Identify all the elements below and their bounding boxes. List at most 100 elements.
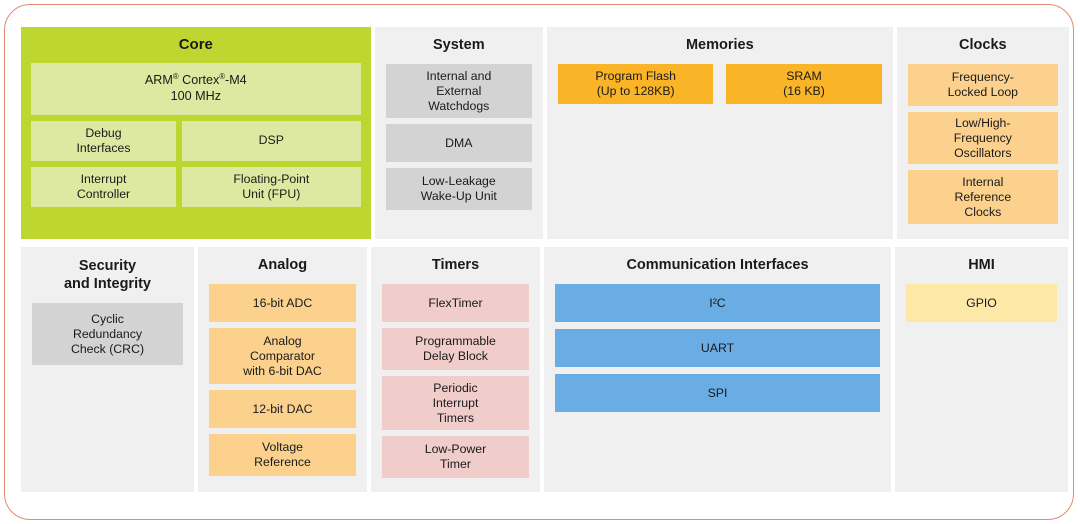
cpu-line-2: 100 MHz — [170, 88, 221, 103]
panel-core: Core ARM® Cortex®-M4 100 MHz Debug Inter… — [21, 27, 371, 239]
cpu-line-1: ARM® Cortex®-M4 — [144, 72, 247, 88]
block-16-bit-adc[interactable]: 16-bit ADC — [209, 284, 356, 323]
panel-title-line-1: Security — [78, 258, 137, 274]
panel-title-core: Core — [178, 36, 213, 53]
block-line-1: 12-bit DAC — [252, 401, 313, 416]
diagram-frame: Core ARM® Cortex®-M4 100 MHz Debug Inter… — [4, 4, 1074, 520]
block-flextimer[interactable]: FlexTimer — [382, 284, 529, 323]
block-line-2: (Up to 128KB) — [596, 84, 675, 99]
block-dma[interactable]: DMA — [385, 124, 532, 163]
block-internal-reference-clocks[interactable]: Internal Reference Clocks — [907, 170, 1058, 225]
block-line-1: Low-Power — [424, 442, 487, 457]
block-line-2: Redundancy — [72, 326, 143, 341]
block-line-1: FlexTimer — [428, 295, 483, 310]
block-interrupt-controller[interactable]: Interrupt Controller — [31, 166, 176, 207]
block-line-2: Wake-Up Unit — [420, 189, 497, 204]
block-watchdogs[interactable]: Internal and External Watchdogs — [385, 64, 532, 119]
block-line-1: Floating-Point — [233, 171, 310, 186]
memories-blocks: Program Flash (Up to 128KB) SRAM (16 KB) — [558, 64, 882, 105]
communication-blocks: I²C UART SPI — [555, 284, 880, 413]
panel-security-and-integrity: Security and Integrity Cyclic Redundancy… — [21, 247, 194, 492]
block-line-1: Debug — [85, 125, 122, 140]
block-line-2: Interrupt — [432, 395, 479, 410]
block-line-2: Timer — [440, 457, 471, 472]
block-line-1: Periodic — [433, 380, 478, 395]
block-line-2: Locked Loop — [947, 85, 1019, 100]
block-line-1: DMA — [445, 135, 473, 150]
block-label: I²C — [709, 295, 726, 310]
block-line-1: Interrupt — [80, 171, 127, 186]
block-program-flash[interactable]: Program Flash (Up to 128KB) — [558, 64, 714, 105]
block-line-1: Internal — [962, 174, 1004, 189]
panel-title-memories: Memories — [685, 37, 754, 53]
block-cyclic-redundancy-check[interactable]: Cyclic Redundancy Check (CRC) — [32, 303, 183, 366]
block-frequency-locked-loop[interactable]: Frequency- Locked Loop — [907, 64, 1058, 107]
block-periodic-interrupt-timers[interactable]: Periodic Interrupt Timers — [382, 376, 529, 431]
block-line-2: Reference — [954, 189, 1012, 204]
block-line-1: Program Flash — [595, 69, 676, 84]
block-line-2: Delay Block — [423, 349, 488, 364]
block-line-1: 16-bit ADC — [252, 295, 313, 310]
block-line-2: Reference — [254, 455, 311, 470]
top-row: Core ARM® Cortex®-M4 100 MHz Debug Inter… — [21, 27, 1069, 239]
panel-timers: Timers FlexTimer Programmable Delay Bloc… — [371, 247, 540, 492]
block-line-1: Voltage — [261, 440, 304, 455]
panel-title-line-2: and Integrity — [63, 276, 151, 293]
block-line-3: Check (CRC) — [70, 341, 145, 356]
block-line-2: Frequency — [953, 130, 1012, 145]
panel-hmi: HMI GPIO — [895, 247, 1068, 492]
panel-title-system: System — [433, 37, 485, 53]
block-line-1: Low/High- — [955, 115, 1011, 130]
block-debug-interfaces[interactable]: Debug Interfaces — [31, 120, 176, 161]
block-line-3: Timers — [436, 410, 475, 425]
block-line-1: Internal and — [426, 68, 492, 83]
timers-blocks: FlexTimer Programmable Delay Block Perio… — [382, 284, 529, 479]
block-analog-comparator[interactable]: Analog Comparator with 6-bit DAC — [209, 328, 356, 385]
panel-title-communication: Communication Interfaces — [626, 257, 809, 273]
diagram-canvas: Core ARM® Cortex®-M4 100 MHz Debug Inter… — [21, 27, 1069, 492]
block-line-3: Watchdogs — [428, 98, 490, 113]
block-line-1: Frequency- — [951, 70, 1014, 85]
block-line-2: Comparator — [250, 348, 315, 363]
block-line-1: SRAM — [786, 69, 822, 84]
block-line-1: Programmable — [415, 334, 496, 349]
block-oscillators[interactable]: Low/High- Frequency Oscillators — [907, 112, 1058, 165]
panel-communication-interfaces: Communication Interfaces I²C UART SPI — [544, 247, 891, 492]
block-low-power-timer[interactable]: Low-Power Timer — [382, 436, 529, 479]
block-programmable-delay-block[interactable]: Programmable Delay Block — [382, 328, 529, 371]
block-line-1: DSP — [258, 133, 284, 148]
block-line-2: (16 KB) — [783, 84, 825, 99]
block-arm-cortex-m4[interactable]: ARM® Cortex®-M4 100 MHz — [31, 62, 361, 115]
block-voltage-reference[interactable]: Voltage Reference — [209, 434, 356, 477]
security-blocks: Cyclic Redundancy Check (CRC) — [32, 303, 183, 366]
block-uart[interactable]: UART — [555, 329, 880, 368]
panel-clocks: Clocks Frequency- Locked Loop Low/High- … — [896, 27, 1069, 239]
block-line-2: Interfaces — [76, 140, 131, 155]
block-line-2: Unit (FPU) — [242, 186, 301, 201]
block-sram[interactable]: SRAM (16 KB) — [726, 64, 882, 105]
block-12-bit-dac[interactable]: 12-bit DAC — [209, 390, 356, 429]
panel-title-hmi: HMI — [968, 257, 995, 273]
block-spi[interactable]: SPI — [555, 374, 880, 413]
block-dsp[interactable]: DSP — [182, 120, 361, 161]
hmi-blocks: GPIO — [906, 284, 1057, 323]
bottom-row: Security and Integrity Cyclic Redundancy… — [21, 247, 1069, 492]
analog-blocks: 16-bit ADC Analog Comparator with 6-bit … — [209, 284, 356, 477]
core-sub-grid: Debug Interfaces DSP Interrupt — [31, 120, 361, 207]
block-line-3: Clocks — [964, 204, 1002, 219]
panel-title-analog: Analog — [257, 257, 308, 273]
block-line-1: GPIO — [966, 295, 997, 310]
block-low-leakage-wakeup-unit[interactable]: Low-Leakage Wake-Up Unit — [385, 168, 532, 211]
block-floating-point-unit[interactable]: Floating-Point Unit (FPU) — [182, 166, 361, 207]
block-gpio[interactable]: GPIO — [906, 284, 1057, 323]
clocks-blocks: Frequency- Locked Loop Low/High- Frequen… — [907, 64, 1058, 225]
block-line-3: Oscillators — [954, 145, 1012, 160]
block-line-2: External — [436, 83, 482, 98]
block-i2c[interactable]: I²C — [555, 284, 880, 323]
panel-memories: Memories Program Flash (Up to 128KB) SRA… — [547, 27, 893, 239]
block-label: SPI — [707, 385, 728, 400]
block-line-1: Analog — [263, 333, 302, 348]
panel-title-security: Security and Integrity — [32, 257, 183, 293]
panel-analog: Analog 16-bit ADC Analog Comparator with… — [198, 247, 367, 492]
block-line-1: Low-Leakage — [421, 174, 496, 189]
